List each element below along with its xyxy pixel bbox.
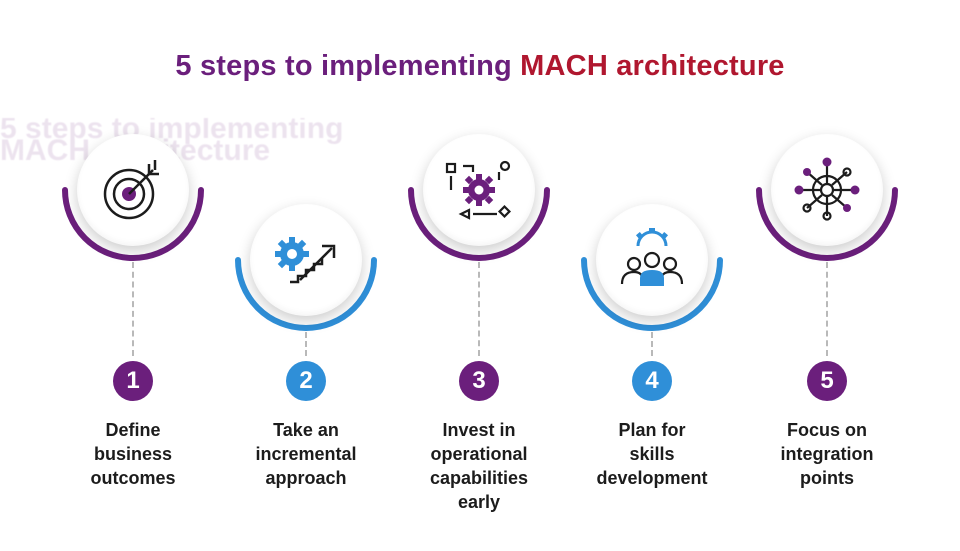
step-5-circle — [771, 134, 883, 246]
team-gear-icon — [620, 228, 684, 286]
gear-process-icon — [445, 160, 512, 220]
title-part-1: 5 steps to implementing — [175, 50, 521, 82]
page-title: 5 steps to implementing MACH architectur… — [0, 50, 960, 83]
step-5-connector — [826, 262, 828, 356]
step-2-number-badge: 2 — [286, 361, 326, 401]
step-3-number-badge: 3 — [459, 361, 499, 401]
step-1-arc — [62, 187, 204, 261]
step-5-arc — [756, 187, 898, 261]
step-4-circle — [596, 204, 708, 316]
step-4-connector — [651, 332, 653, 356]
network-hub-icon — [794, 157, 860, 221]
step-3-circle — [423, 134, 535, 246]
step-2-arc — [235, 257, 377, 331]
title-part-2: MACH architecture — [520, 50, 785, 82]
step-5-number-badge: 5 — [807, 361, 847, 401]
step-1-connector — [132, 262, 134, 356]
step-1-number-badge: 1 — [113, 361, 153, 401]
step-4-arc — [581, 257, 723, 331]
target-icon — [103, 160, 159, 220]
gear-stairs-icon — [275, 237, 336, 284]
step-3-connector — [478, 262, 480, 356]
step-2-circle — [250, 204, 362, 316]
step-1-circle — [77, 134, 189, 246]
step-2-connector — [305, 332, 307, 356]
step-3-arc — [408, 187, 550, 261]
step-4-number-badge: 4 — [632, 361, 672, 401]
